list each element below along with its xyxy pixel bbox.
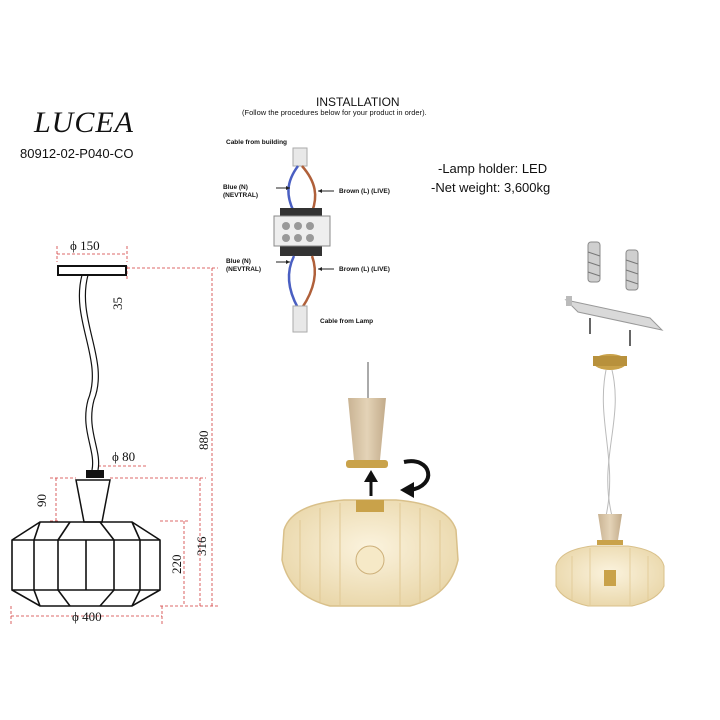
cable-sheath-top (292, 147, 308, 167)
dim-canopy-diameter: ϕ 150 (70, 238, 100, 253)
installation-title: INSTALLATION (316, 95, 400, 109)
holder-top (86, 470, 104, 478)
brass-ring (346, 460, 388, 468)
wall-plug-left (587, 241, 601, 283)
shade-outline (11, 521, 161, 607)
wire-brown-bottom (300, 255, 316, 309)
label-blue-bottom: Blue (N)(NEVTRAL) (226, 258, 262, 273)
cable-sheath-bottom (292, 305, 308, 333)
product-name: LUCEA (34, 106, 135, 139)
dim-lower-height: 316 (194, 536, 209, 556)
terminal-block (273, 215, 331, 247)
rotate-arrow-icon (403, 459, 431, 492)
label-brown-top: Brown (L) (LIVE) (339, 188, 390, 195)
wall-plug-right (625, 249, 639, 291)
dim-canopy-height: 35 (110, 297, 125, 310)
spec-lamp-holder: -Lamp holder: LED (438, 161, 548, 176)
stone-holder-small (598, 514, 622, 540)
pendant-cable (78, 274, 94, 471)
dim-holder-height: 90 (34, 494, 49, 507)
label-blue-top: Blue (N)(NEVTRAL) (223, 184, 259, 199)
up-arrow-icon (364, 470, 378, 482)
product-code: 80912-02-P040-CO (20, 146, 134, 161)
dim-overall-height: 880 (196, 431, 211, 451)
stone-holder (348, 398, 386, 460)
label-cable-from-building: Cable from building (226, 139, 288, 146)
mounting-bracket (564, 299, 664, 331)
dim-shade-height: 220 (169, 555, 184, 575)
label-cable-from-lamp: Cable from Lamp (320, 318, 374, 325)
canopy-outline (57, 265, 127, 276)
installation-subtitle: (Follow the procedures below for your pr… (242, 108, 427, 117)
wire-blue-bottom (287, 255, 300, 309)
dim-shade-diameter: ϕ 400 (72, 609, 102, 624)
label-brown-bottom: Brown (L) (LIVE) (339, 266, 390, 273)
dim-holder-diameter: ϕ 80 (112, 449, 135, 464)
spec-net-weight: -Net weight: 3,600kg (431, 180, 551, 195)
